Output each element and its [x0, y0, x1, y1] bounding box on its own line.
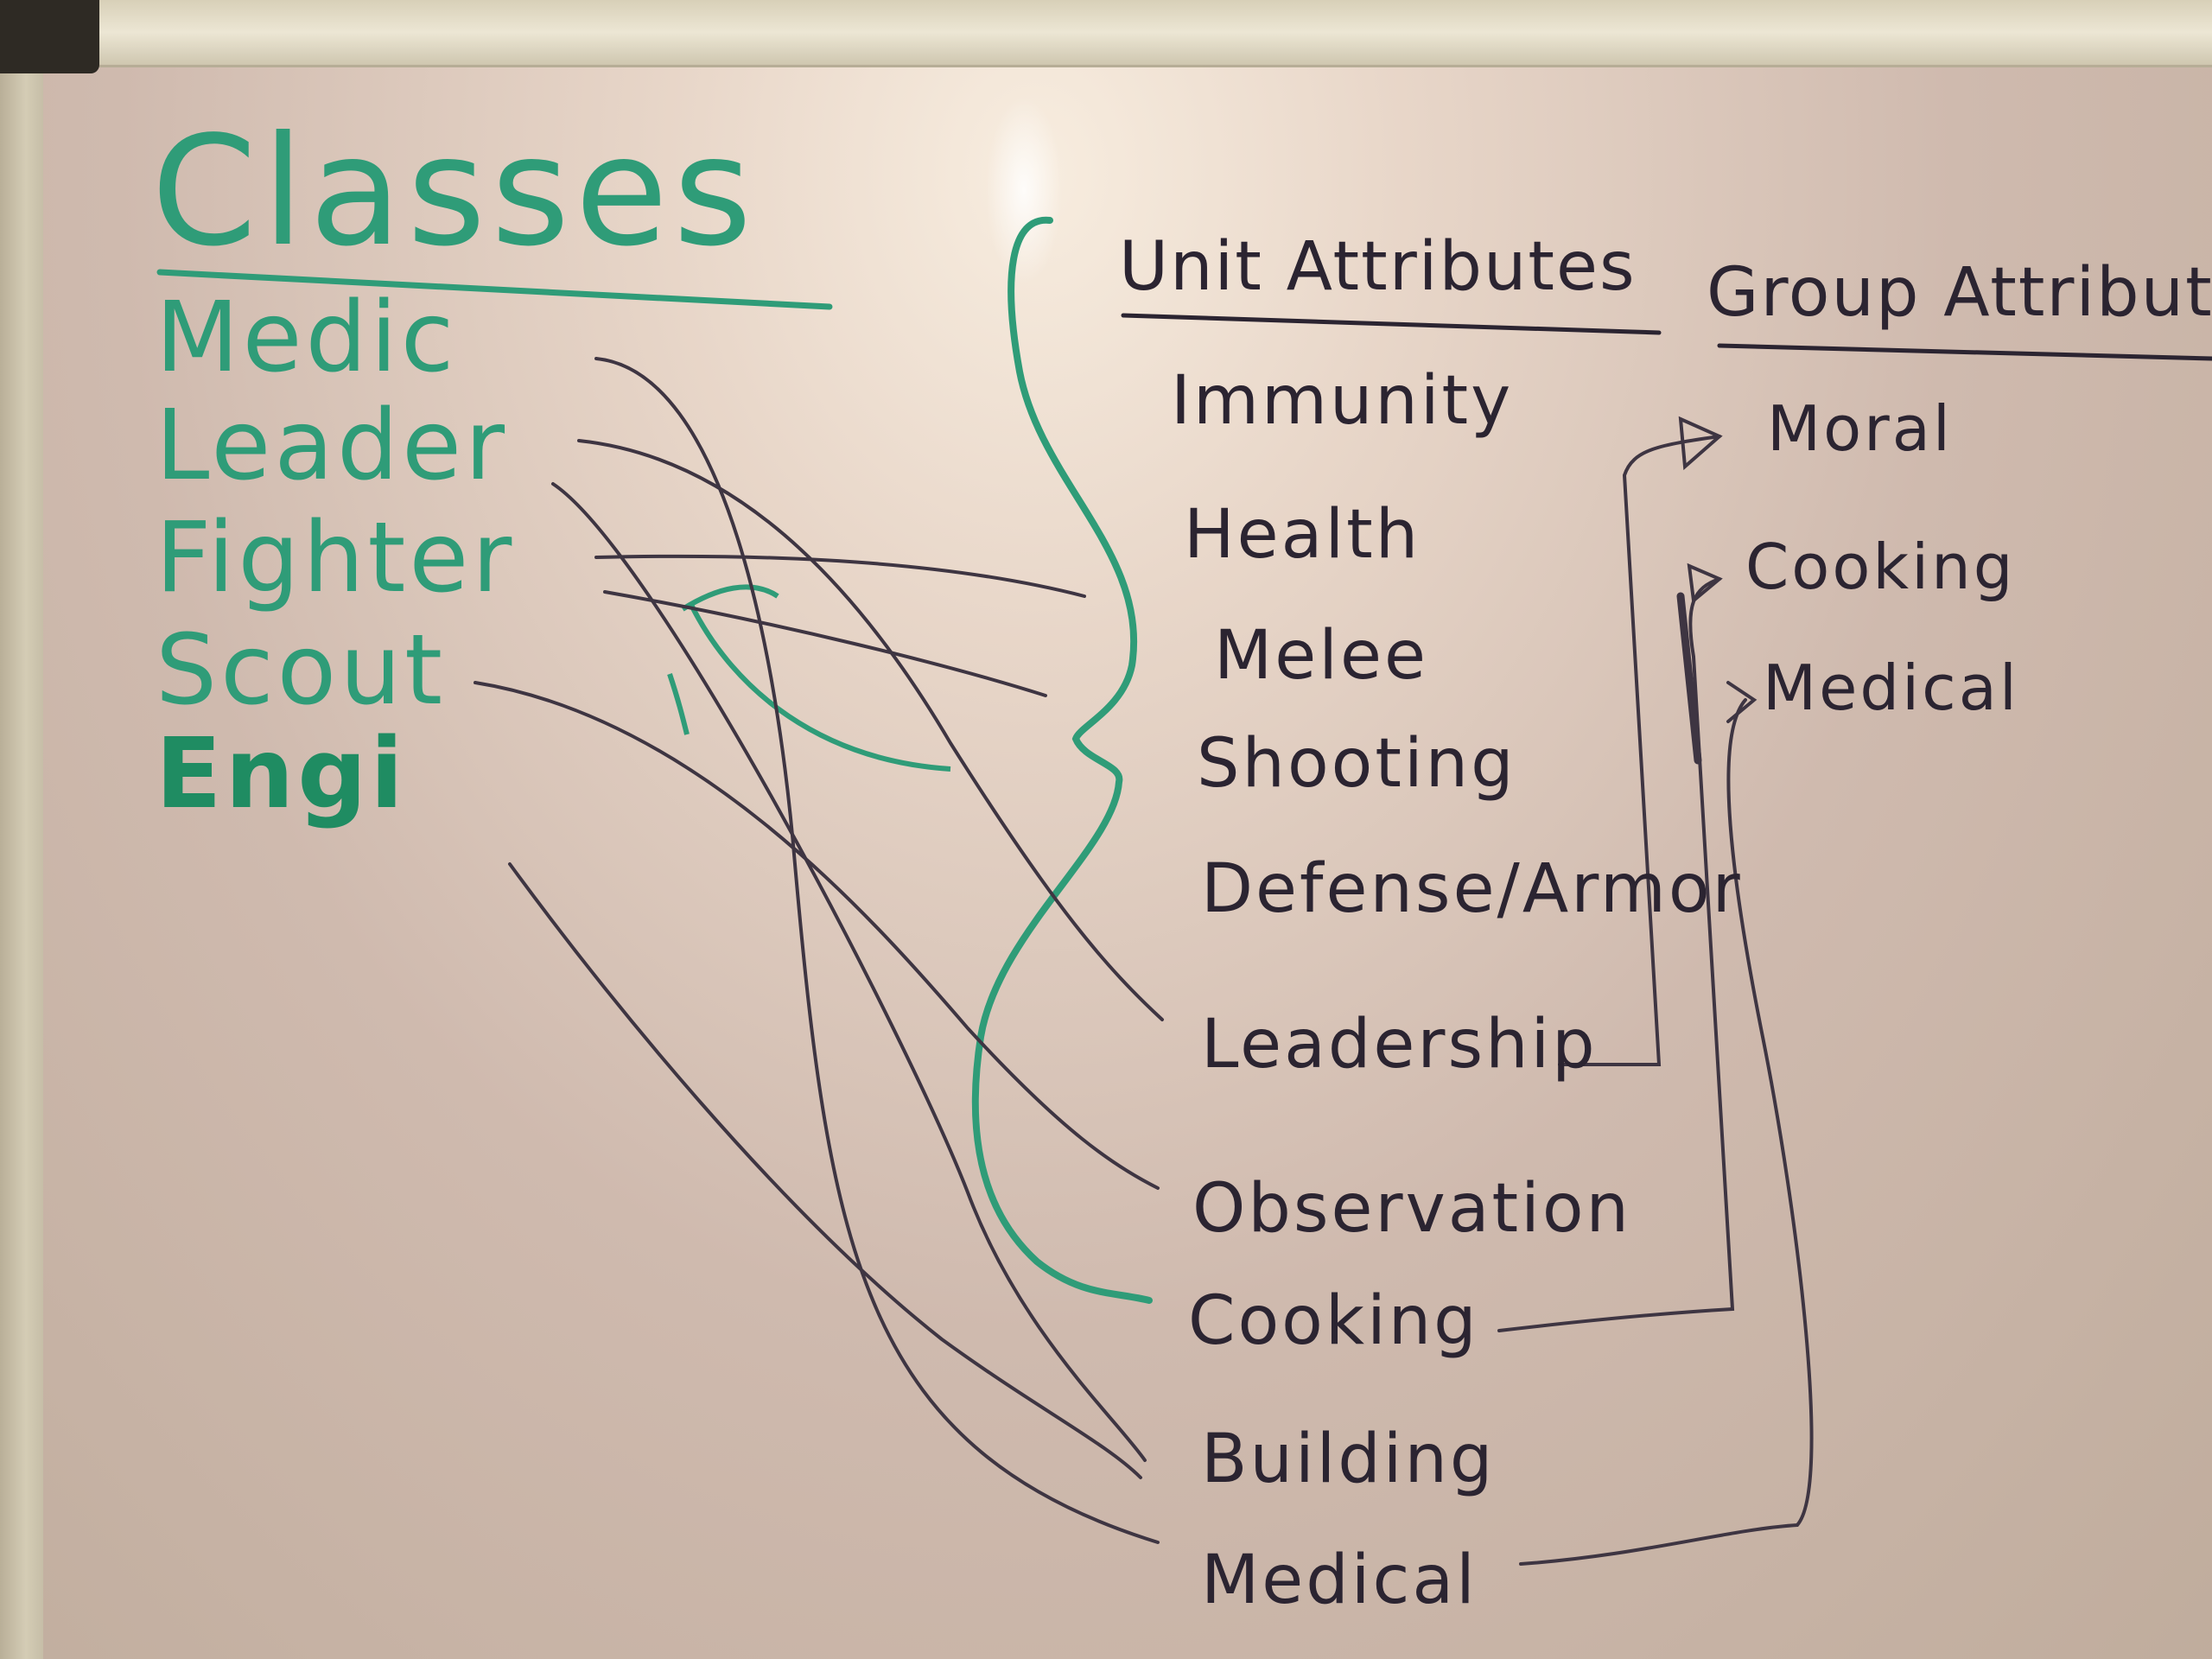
group-attr-moral: Moral	[1767, 392, 1953, 465]
attr-shooting: Shooting	[1197, 725, 1516, 803]
attr-leadership: Leadership	[1201, 1006, 1598, 1084]
unit-attributes-underline	[1121, 313, 1662, 335]
group-attr-medical: Medical	[1763, 652, 2019, 724]
connector-scout-observation	[474, 681, 1160, 1190]
class-medic: Medic	[156, 282, 458, 394]
attr-observation: Observation	[1192, 1170, 1631, 1248]
attr-medical: Medical	[1201, 1541, 1478, 1619]
class-scout: Scout	[156, 614, 447, 727]
scribble-mark-1	[681, 584, 779, 612]
group-attributes-title: Group Attributes	[1707, 254, 2212, 332]
light-glare	[985, 95, 1063, 285]
attr-building: Building	[1201, 1421, 1496, 1498]
group-attr-cooking: Cooking	[1745, 531, 2016, 603]
classes-underline	[156, 269, 833, 310]
connector-medic-medical	[594, 357, 1160, 1544]
class-leader: Leader	[156, 390, 509, 502]
scribble-mark-3	[689, 603, 951, 772]
connector-medical-arrowhead	[1726, 681, 1758, 723]
unit-attributes-brace	[971, 216, 1153, 1304]
connector-leader-building	[551, 482, 1147, 1462]
class-engi: Engi	[156, 718, 407, 830]
connector-cooking-group-cooking	[1497, 577, 1735, 1332]
group-attributes-underline	[1717, 343, 2212, 361]
attr-defense-armor: Defense/Armor	[1201, 850, 1743, 928]
attr-immunity: Immunity	[1171, 362, 1514, 440]
connector-medical-group-medical	[1519, 698, 1814, 1566]
attr-cooking: Cooking	[1188, 1282, 1479, 1360]
class-fighter: Fighter	[156, 502, 516, 614]
connector-leader-leadership	[577, 439, 1164, 1021]
whiteboard-frame-left	[0, 52, 43, 1659]
unit-attributes-title: Unit Attributes	[1119, 228, 1637, 306]
classes-title: Classes	[151, 105, 758, 280]
connector-leadership-moral	[1558, 435, 1721, 1066]
connector-vertical-bundle	[1676, 592, 1702, 765]
whiteboard-frame-top	[0, 0, 2212, 67]
connector-fighter-health	[594, 554, 1086, 598]
connector-cooking-arrowhead	[1687, 563, 1723, 604]
frame-corner-cap	[0, 0, 99, 73]
connector-engi-building	[508, 862, 1142, 1479]
scribble-mark-2	[667, 673, 690, 735]
attr-melee: Melee	[1214, 617, 1428, 695]
attr-health: Health	[1184, 496, 1421, 574]
connector-moral-arrowhead	[1678, 416, 1723, 471]
connector-fighter-melee	[603, 590, 1047, 697]
connector-lines	[474, 357, 1814, 1566]
